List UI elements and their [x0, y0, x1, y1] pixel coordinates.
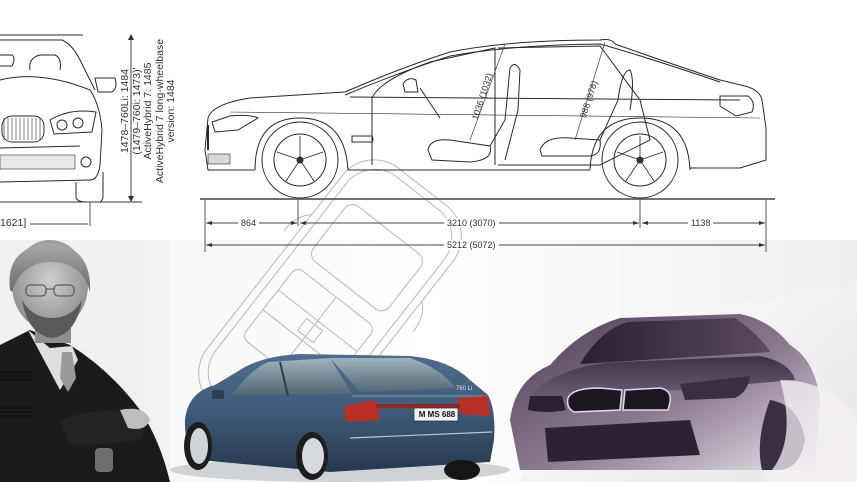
model-badge: 760 Li — [456, 386, 473, 392]
rear-overhang-label: 1138 — [688, 218, 714, 228]
overall-length-label: 5212 (5072) — [444, 240, 499, 250]
front-overhang-label: 864 — [238, 218, 260, 228]
wheelbase-label: 3210 (3070) — [444, 218, 499, 228]
license-plate: M MS 688 — [418, 410, 456, 419]
front-width-label: 1621] — [0, 217, 27, 229]
